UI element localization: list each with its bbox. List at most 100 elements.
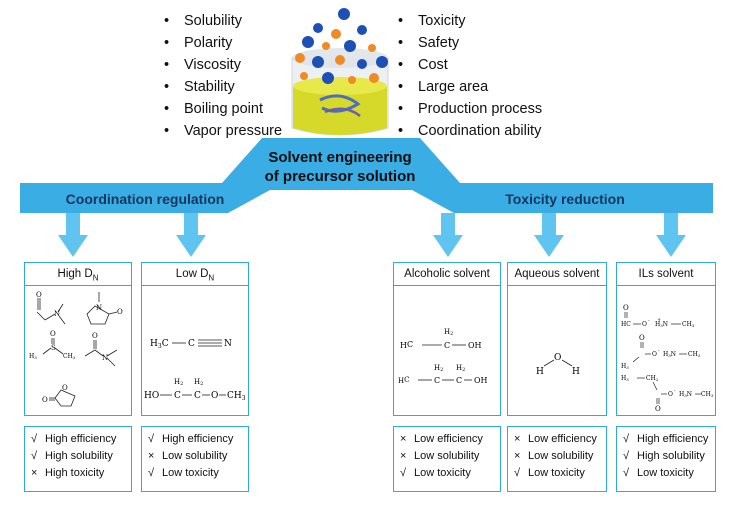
panel-ils: ILs solvent O HC O - H3N + CH3 O O - H3 … xyxy=(616,262,716,416)
panel-title-aqueous: Aqueous solvent xyxy=(508,263,606,286)
property-row: √High efficiency xyxy=(148,431,242,448)
property-row: ×High toxicity xyxy=(31,465,125,482)
panel-title-ils: ILs solvent xyxy=(617,263,715,286)
svg-text:-: - xyxy=(658,348,660,354)
svg-text:H2: H2 xyxy=(194,378,203,387)
props-aqueous: ×Low efficiency × Low solubility √Low toxic… xyxy=(507,426,607,492)
property-row: √ High solubility xyxy=(31,448,125,465)
cross-icon: × xyxy=(148,450,155,462)
arrow-high-dn xyxy=(58,213,88,257)
props-low-dn: √High efficiency×Low solubility√Low toxi… xyxy=(141,426,249,492)
chem-n-nitrile: N xyxy=(224,339,232,349)
check-icon: √ xyxy=(623,467,630,479)
property-text: High solubility xyxy=(637,450,705,462)
check-icon: √ xyxy=(31,450,38,462)
svg-text:H3N: H3N xyxy=(663,351,676,358)
property-text: High efficiency xyxy=(637,433,709,445)
svg-text:CH3: CH3 xyxy=(63,353,76,360)
svg-text:H2: H2 xyxy=(444,328,453,337)
svg-text:HC: HC xyxy=(621,321,631,328)
svg-text:H3C: H3C xyxy=(150,339,169,350)
chem-s-dmso: S xyxy=(51,344,56,352)
chem-ho: HO xyxy=(144,391,159,401)
solvent-banner xyxy=(20,138,713,213)
svg-text:O: O xyxy=(668,391,673,398)
chem-o-gbl: O xyxy=(42,396,48,404)
property-text: High efficiency xyxy=(45,433,117,445)
svg-text:CH3: CH3 xyxy=(227,391,246,402)
chem-o-dmac: O xyxy=(92,332,98,340)
panel-high-dn: High DN O N N O O S H3 xyxy=(24,262,132,416)
property-text: High efficiency xyxy=(162,433,234,445)
property-row: × Low solubility xyxy=(514,448,600,465)
chem-o-dmf: O xyxy=(36,291,42,299)
branch-title-coordination: Coordination regulation xyxy=(65,191,225,207)
right-property-item: Cost xyxy=(398,54,542,76)
panel-title-high-dn: High DN xyxy=(25,263,131,286)
ils-structures: O HC O - H3N + CH3 O O - H3 H3N CH3 H3 C… xyxy=(621,304,714,413)
property-text: Low toxicity xyxy=(637,467,694,479)
property-row: √Low toxicity xyxy=(148,465,242,482)
property-text: High solubility xyxy=(45,450,113,462)
props-high-dn: √ High efficiency √ High solubility ×High to… xyxy=(24,426,132,492)
central-title-line1: Solvent engineering xyxy=(268,149,412,166)
chem-c2: C xyxy=(194,391,201,401)
props-alcoholic: × Low efficiency ×Low solubility √ Low toxic… xyxy=(393,426,501,492)
svg-text:O: O xyxy=(639,334,645,342)
svg-text:H2: H2 xyxy=(174,378,183,387)
left-property-item: Viscosity xyxy=(164,54,282,76)
svg-text:HC: HC xyxy=(398,376,409,385)
svg-text:CH2: CH2 xyxy=(646,375,659,382)
svg-text:-: - xyxy=(648,318,650,324)
svg-text:OH: OH xyxy=(474,376,488,385)
svg-text:O: O xyxy=(655,405,661,413)
property-row: √ Low toxicity xyxy=(400,465,494,482)
property-row: √ Low toxicity xyxy=(623,465,709,482)
chem-n-dmf: N xyxy=(54,310,60,318)
central-title: Solvent engineering of precursor solutio… xyxy=(230,148,450,186)
right-property-item: Coordination ability xyxy=(398,120,542,142)
svg-text:O: O xyxy=(642,321,647,328)
check-icon: √ xyxy=(148,467,155,479)
high-dn-structures: O N N O O S H3 CH3 xyxy=(29,291,123,407)
svg-text:H3: H3 xyxy=(29,353,37,360)
central-title-line2: of precursor solution xyxy=(264,168,416,185)
property-row: √High solubility xyxy=(623,448,709,465)
chem-n-nmp: N xyxy=(96,304,102,312)
right-property-item: Large area xyxy=(398,76,542,98)
property-row: × Low efficiency xyxy=(400,431,494,448)
property-row: √Low toxicity xyxy=(514,465,600,482)
property-text: Low solubility xyxy=(528,450,594,462)
chem-c1: C xyxy=(174,391,181,401)
property-text: Low toxicity xyxy=(414,467,471,479)
svg-text:+: + xyxy=(657,317,661,323)
check-icon: √ xyxy=(400,467,407,479)
cross-icon: × xyxy=(514,450,521,462)
property-text: Low efficiency xyxy=(414,433,483,445)
solvent-properties-left: SolubilityPolarityViscosityStabilityBoil… xyxy=(164,10,282,142)
props-ils: √ High efficiency √High solubility √ Low tox… xyxy=(616,426,716,492)
beaker-icon xyxy=(291,48,389,136)
property-text: Low efficiency xyxy=(528,433,597,445)
chem-o-gbl-ring: O xyxy=(62,384,68,392)
svg-text:CH3: CH3 xyxy=(688,351,701,358)
svg-text:CH3: CH3 xyxy=(682,321,695,328)
property-row: ×Low efficiency xyxy=(514,431,600,448)
chem-o-dmso: O xyxy=(50,330,56,338)
svg-text:H3: H3 xyxy=(621,363,629,370)
cross-icon: × xyxy=(400,433,407,445)
svg-text:H2: H2 xyxy=(456,364,465,373)
svg-text:H3: H3 xyxy=(621,375,629,382)
check-icon: √ xyxy=(31,433,38,445)
check-icon: √ xyxy=(623,433,630,445)
svg-text:H3N: H3N xyxy=(655,321,668,328)
panel-alcoholic: Alcoholic solvent H2 HC C OH H2 H2 HC C … xyxy=(393,262,501,416)
svg-text:-: - xyxy=(674,388,676,394)
property-row: ×Low solubility xyxy=(400,448,494,465)
property-row: √ High efficiency xyxy=(623,431,709,448)
left-property-item: Polarity xyxy=(164,32,282,54)
right-property-item: Toxicity xyxy=(398,10,542,32)
svg-text:C: C xyxy=(456,376,462,385)
arrow-alcoholic xyxy=(433,213,463,257)
